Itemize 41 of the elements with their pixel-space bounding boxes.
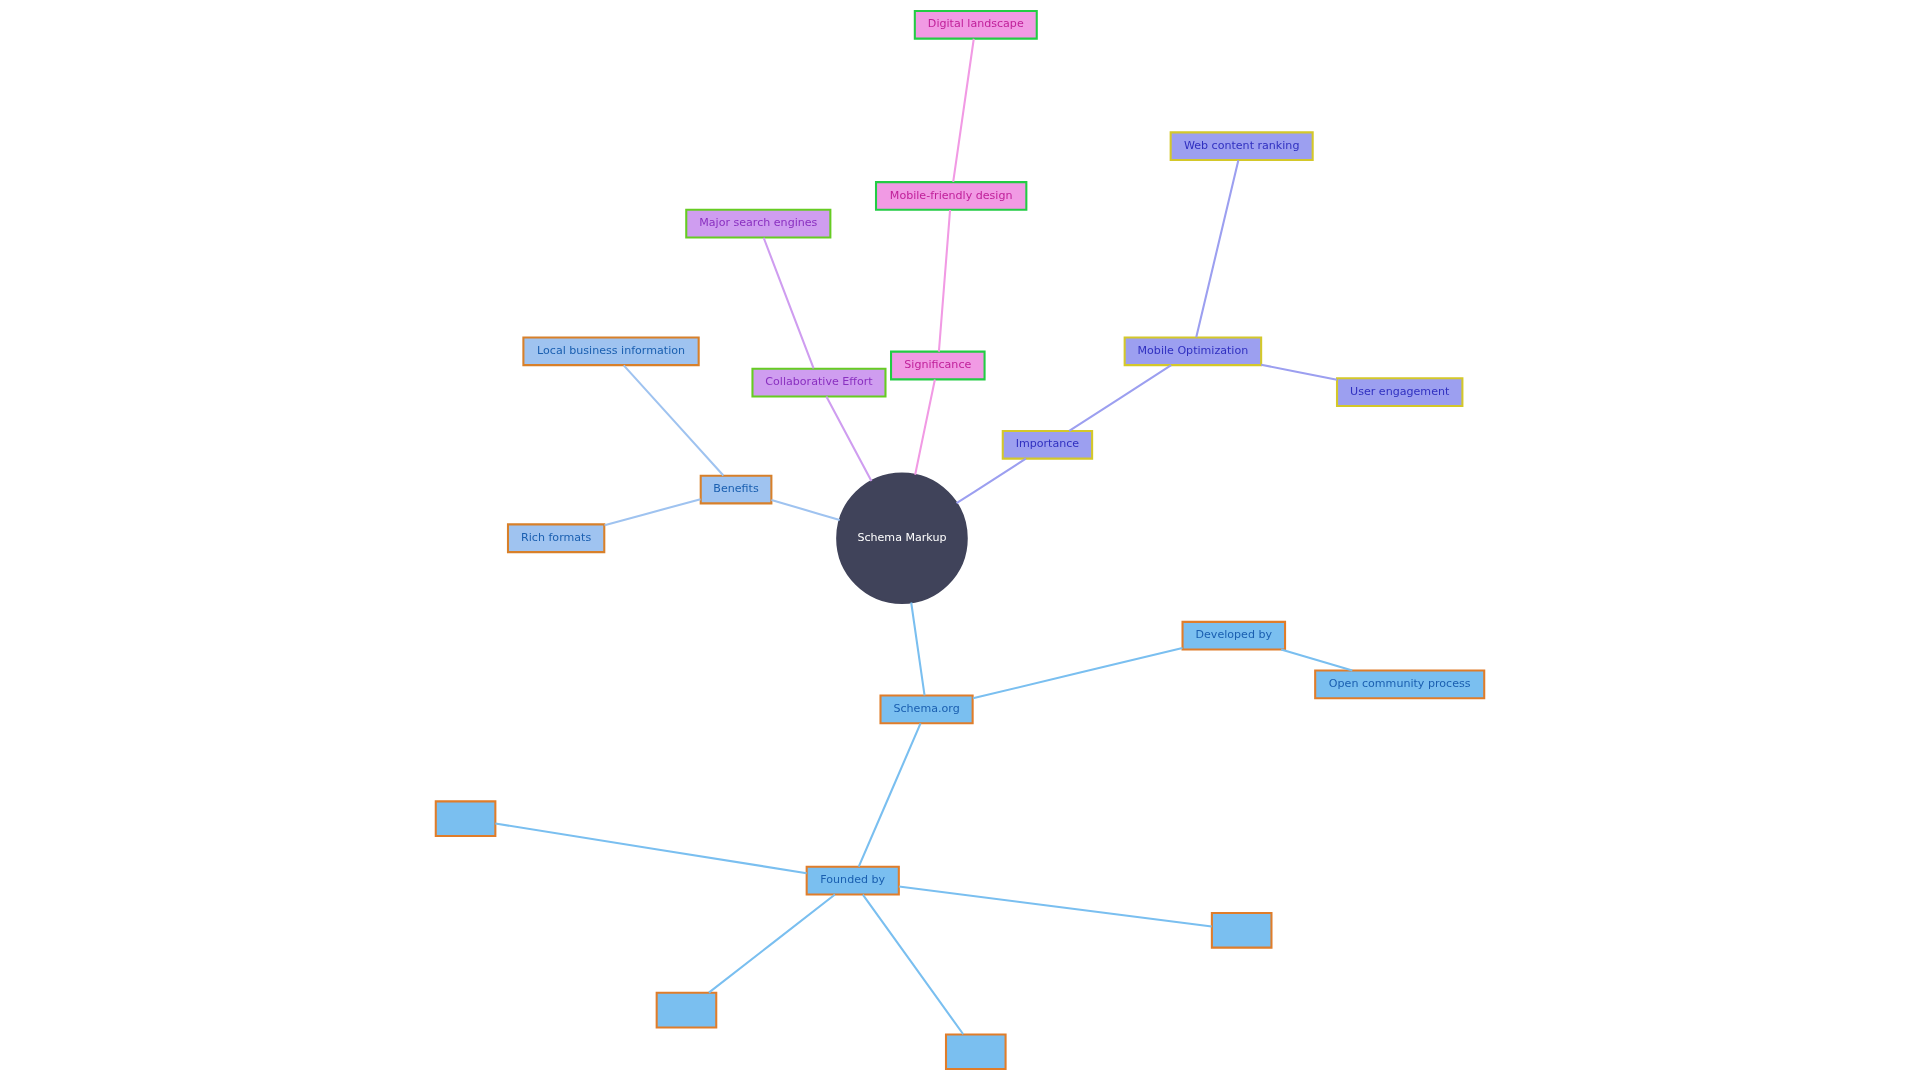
node-box: Mobile-friendly design — [874, 181, 1028, 211]
connector — [708, 893, 836, 994]
node-box: User engagement — [1335, 377, 1464, 407]
node-box: Founded by — [805, 865, 900, 896]
node-box: Open community process — [1314, 669, 1486, 700]
connector — [952, 38, 975, 183]
connector — [914, 379, 936, 475]
node-box: Digital landscape — [913, 9, 1038, 40]
connector — [956, 457, 1027, 505]
node-box: Importance — [1001, 429, 1094, 460]
node-box — [1210, 911, 1273, 949]
connector — [1280, 648, 1353, 672]
connector — [762, 237, 815, 369]
connector — [604, 498, 701, 527]
node-box: Developed by — [1181, 620, 1287, 651]
node-circle: Schema Markup — [836, 472, 968, 605]
connector — [1195, 159, 1240, 338]
connector — [972, 647, 1183, 700]
connector — [910, 602, 926, 696]
node-box — [434, 800, 497, 838]
node-box: Schema.org — [879, 694, 974, 725]
node-box — [944, 1033, 1007, 1071]
node-box: Significance — [890, 350, 986, 381]
connector — [857, 723, 922, 868]
connector — [622, 364, 725, 477]
node-box — [655, 991, 718, 1029]
connector — [898, 885, 1212, 928]
connector — [771, 498, 840, 521]
connector — [825, 395, 873, 482]
connector — [1261, 363, 1338, 381]
connector — [861, 894, 965, 1035]
node-box: Collaborative Effort — [751, 367, 887, 398]
node-box: Web content ranking — [1169, 131, 1314, 162]
node-box: Rich formats — [506, 523, 606, 554]
connector — [937, 209, 952, 352]
node-box: Benefits — [699, 474, 773, 505]
node-box: Local business information — [522, 336, 700, 367]
node-box: Mobile Optimization — [1123, 336, 1263, 367]
node-box: Major search engines — [685, 208, 832, 239]
connector — [1068, 364, 1172, 432]
connector — [495, 822, 807, 875]
